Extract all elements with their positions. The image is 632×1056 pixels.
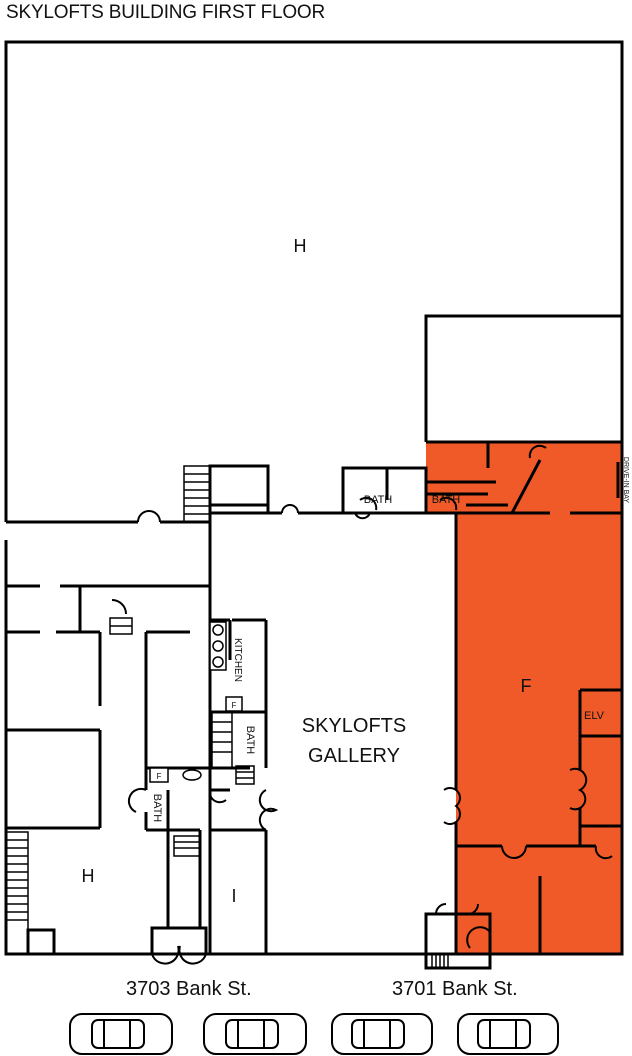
room-h-small-label: H <box>82 866 95 886</box>
car-icon <box>69 1013 173 1055</box>
car-icon <box>457 1013 559 1055</box>
f-box-label-1: F <box>157 772 162 781</box>
car-icon <box>331 1013 433 1055</box>
bath-mid-label: BATH <box>244 726 256 755</box>
room-h-large-label: H <box>294 236 307 256</box>
drive-in-bay-label: DRIVE-IN BAY <box>622 457 629 503</box>
gallery-label-line2: GALLERY <box>308 745 400 767</box>
room-f-label: F <box>521 676 532 696</box>
door-icon <box>111 444 613 965</box>
stairs-icon <box>5 465 449 969</box>
elv-label: ELV <box>584 710 605 722</box>
address-3701: 3701 Bank St. <box>392 978 518 1000</box>
page-title: SKYLOFTS BUILDING FIRST FLOOR <box>6 2 326 23</box>
car-icon <box>203 1013 307 1055</box>
bath-top-right-label: BATH <box>432 494 461 506</box>
bath-left-label: BATH <box>151 794 163 823</box>
gallery-label-line1: SKYLOFTS <box>302 715 406 737</box>
f-box-label-2: F <box>232 701 237 710</box>
room-i-label: I <box>231 886 236 906</box>
toilet-icon <box>149 696 243 783</box>
bath-top-left-label: BATH <box>364 494 393 506</box>
address-3703: 3703 Bank St. <box>126 978 252 1000</box>
stove-icon <box>209 621 227 671</box>
unit-f-fill <box>426 442 622 954</box>
kitchen-label: KITCHEN <box>232 638 243 682</box>
